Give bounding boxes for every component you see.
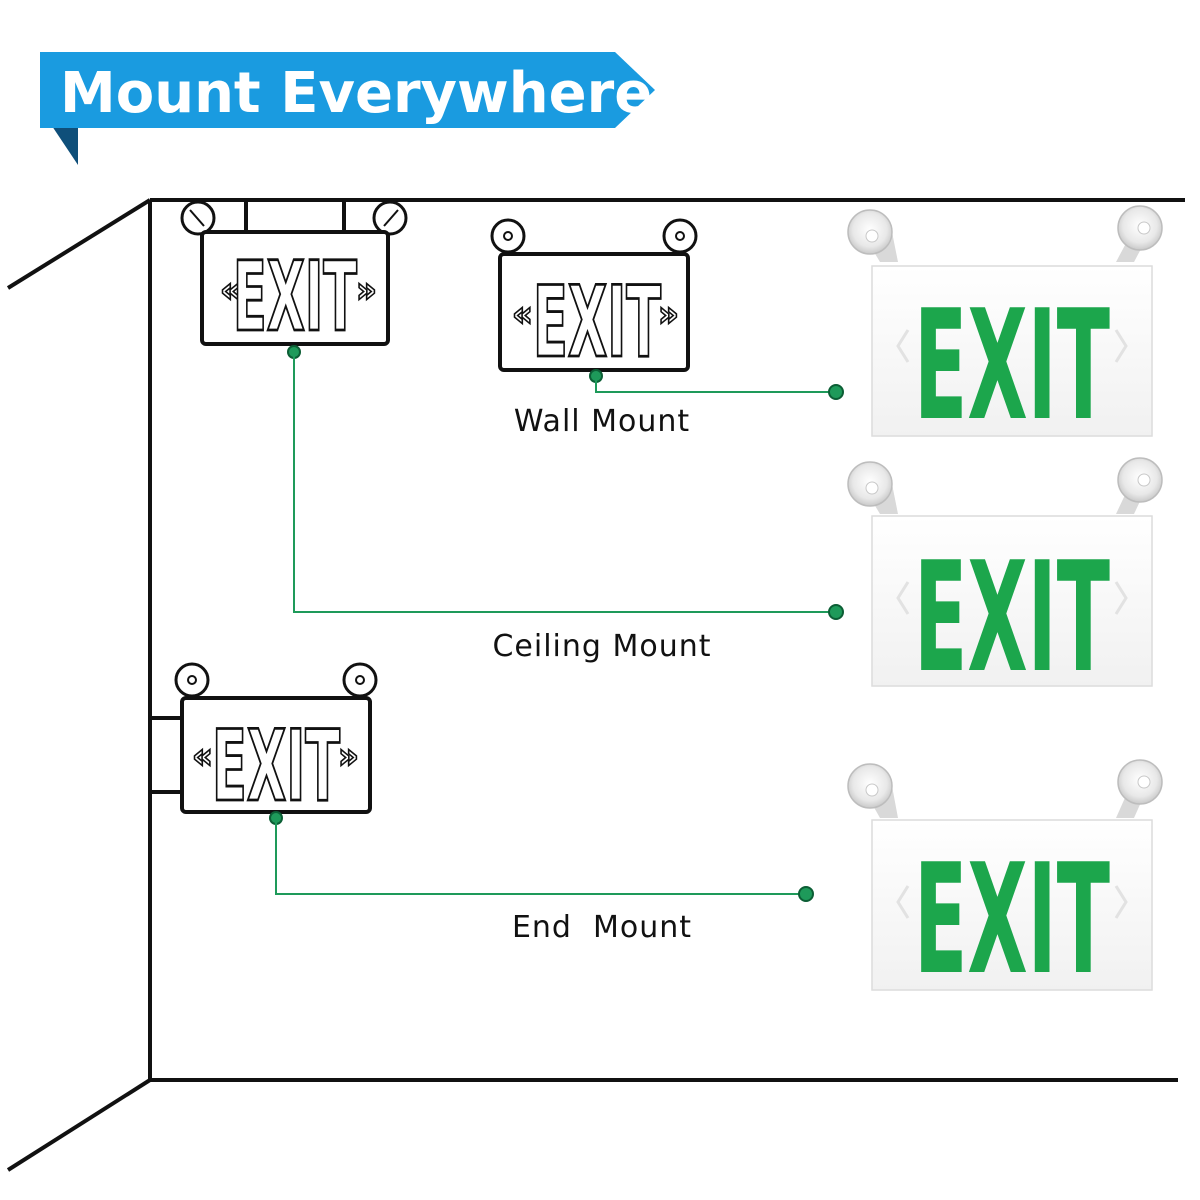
end-mount-label: End Mount xyxy=(512,910,692,945)
exit-text: EXIT xyxy=(914,529,1110,706)
wall-mount-label: Wall Mount xyxy=(514,404,690,439)
connector-endpoint xyxy=(828,604,844,620)
wall-connector-line xyxy=(595,376,836,393)
sign-housing xyxy=(200,230,390,346)
ceiling-connector-line xyxy=(293,352,836,613)
sign-panel xyxy=(871,819,1153,991)
sign-panel xyxy=(871,515,1153,687)
room-outline xyxy=(6,198,1185,1172)
lamp-head-right-icon xyxy=(662,218,698,254)
lamp-head-left-icon xyxy=(490,218,526,254)
ceiling-mount-label: Ceiling Mount xyxy=(492,629,711,664)
green-exit-sign-ceiling: EXIT xyxy=(847,457,1163,706)
exit-text: EXIT xyxy=(914,277,1110,454)
exit-text: EXIT xyxy=(914,831,1110,1008)
right-chevron-icon xyxy=(1114,581,1128,615)
left-chevron-icon: « xyxy=(220,270,241,311)
green-exit-sign-end: EXIT xyxy=(847,759,1163,1008)
left-floor-edge xyxy=(6,1078,152,1172)
connector-endpoint xyxy=(798,886,814,902)
end-connector-line xyxy=(275,818,806,895)
right-chevron-icon xyxy=(1114,329,1128,363)
green-exit-sign-wall: EXIT xyxy=(847,205,1163,454)
right-chevron-icon xyxy=(1114,885,1128,919)
lamp-head-left-icon xyxy=(174,662,210,698)
banner-shape xyxy=(40,52,655,128)
banner-title: Mount Everywhere xyxy=(60,61,652,126)
ceiling-mount-sign-outline: « EXIT » xyxy=(180,200,408,359)
left-chevron-icon: « xyxy=(512,294,533,335)
left-chevron-icon xyxy=(896,329,910,363)
wall-mount-sign-outline: « EXIT » xyxy=(490,218,698,383)
end-mount-sign-outline: « EXIT » xyxy=(150,662,378,825)
exit-text: EXIT xyxy=(233,241,357,353)
right-chevron-icon: » xyxy=(338,736,359,777)
right-chevron-icon: » xyxy=(658,294,679,335)
title-banner: Mount Everywhere xyxy=(40,52,655,165)
exit-text: EXIT xyxy=(533,266,661,380)
left-ceiling-edge xyxy=(6,198,152,290)
left-chevron-icon xyxy=(896,581,910,615)
lamp-head-right-icon xyxy=(342,662,378,698)
exit-text: EXIT xyxy=(212,710,340,824)
left-chevron-icon xyxy=(896,885,910,919)
right-chevron-icon: » xyxy=(356,270,377,311)
left-chevron-icon: « xyxy=(192,736,213,777)
connectors xyxy=(275,352,836,895)
connector-endpoint xyxy=(828,384,844,400)
sign-panel xyxy=(871,265,1153,437)
